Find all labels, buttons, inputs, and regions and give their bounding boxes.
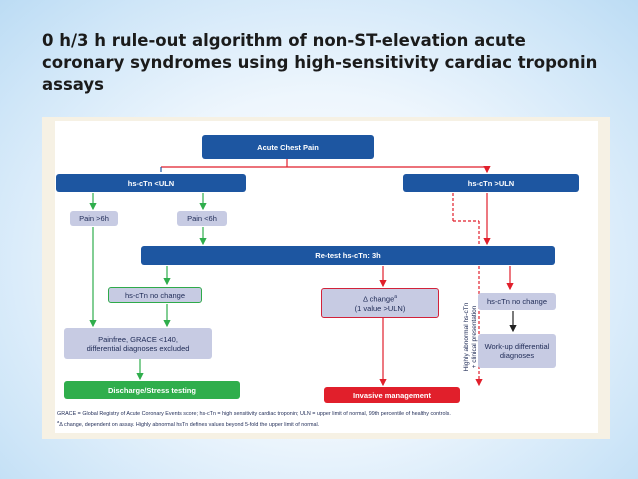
acute-chest-pain-box: Acute Chest Pain <box>202 135 374 159</box>
retest-label: Re-test hs-cTn: 3h <box>315 251 381 260</box>
pain-under-6h-box: Pain <6h <box>177 211 227 226</box>
pain-over-6h-label: Pain >6h <box>79 214 109 223</box>
delta-change-line2: (1 value >ULN) <box>354 303 406 313</box>
retest-box: Re-test hs-cTn: 3h <box>141 246 555 265</box>
no-change-left-box: hs-cTn no change <box>108 287 202 303</box>
footnote-line2: Δ change, dependent on assay. Highly abn… <box>59 421 320 428</box>
highly-abnormal-line2: + clinical presentation <box>471 305 478 369</box>
invasive-label: Invasive management <box>353 390 431 400</box>
painfree-line1: Painfree, GRACE <140, <box>98 334 178 344</box>
hs-ctn-above-uln-box: hs-cTn >ULN <box>403 174 579 192</box>
footnote: GRACE = Global Registry of Acute Coronar… <box>57 410 597 429</box>
hs-ctn-below-uln-label: hs-cTn <ULN <box>127 178 175 188</box>
red-connectors <box>161 159 514 387</box>
workup-box: Work-up differential diagnoses <box>478 334 556 368</box>
delta-change-text: Δ change <box>362 294 395 304</box>
highly-abnormal-line1: Highly abnormal hs-cTn <box>463 302 470 372</box>
no-change-right-box: hs-cTn no change <box>478 293 556 310</box>
delta-change-line1: Δ changea <box>363 293 397 304</box>
delta-change-box: Δ changea (1 value >ULN) <box>321 288 439 318</box>
highly-abnormal-label: Highly abnormal hs-cTn + clinical presen… <box>463 295 495 379</box>
invasive-box: Invasive management <box>324 387 460 403</box>
figure-frame: Acute Chest Pain hs-cTn <ULN hs-cTn >ULN… <box>42 117 610 439</box>
no-change-left-label: hs-cTn no change <box>124 290 186 300</box>
footnote-sup: a <box>57 419 60 424</box>
pain-under-6h-label: Pain <6h <box>187 214 217 223</box>
painfree-box: Painfree, GRACE <140, differential diagn… <box>64 328 212 359</box>
pain-over-6h-box: Pain >6h <box>70 211 118 226</box>
hs-ctn-below-uln-box: hs-cTn <ULN <box>56 174 246 192</box>
footnote-line2-wrap: aΔ change, dependent on assay. Highly ab… <box>57 418 597 429</box>
workup-line1: Work-up differential <box>484 342 550 351</box>
workup-line2: diagnoses <box>499 351 535 360</box>
green-connectors <box>89 193 207 381</box>
footnote-line1: GRACE = Global Registry of Acute Coronar… <box>57 411 451 417</box>
acute-chest-pain-label: Acute Chest Pain <box>257 142 319 152</box>
delta-change-sup: a <box>394 294 398 301</box>
no-change-right-label: hs-cTn no change <box>486 297 548 306</box>
hs-ctn-above-uln-label: hs-cTn >ULN <box>467 178 515 188</box>
painfree-line2: differential diagnoses excluded <box>86 343 190 353</box>
flowchart-panel: Acute Chest Pain hs-cTn <ULN hs-cTn >ULN… <box>55 121 598 433</box>
discharge-label: Discharge/Stress testing <box>108 385 196 395</box>
slide-title: 0 h/3 h rule-out algorithm of non-ST-ele… <box>42 31 598 94</box>
discharge-box: Discharge/Stress testing <box>64 381 240 399</box>
